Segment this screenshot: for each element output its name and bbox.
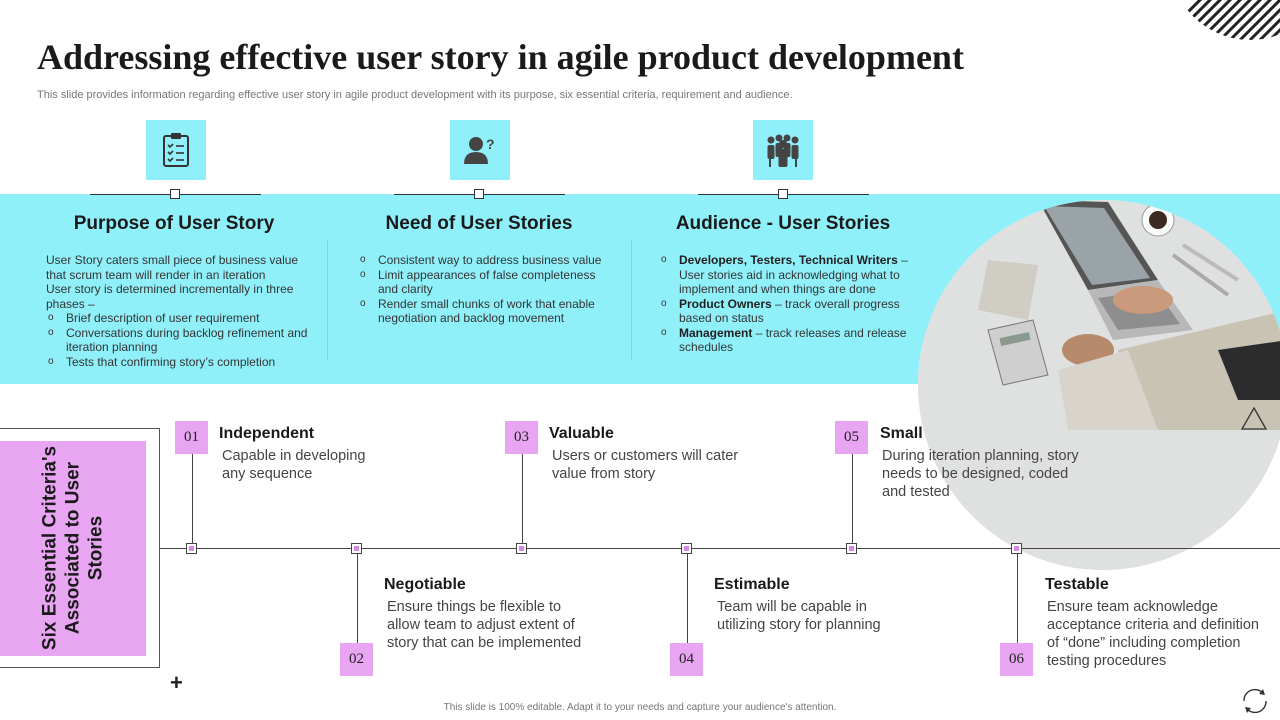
timeline-node bbox=[186, 543, 197, 554]
purpose-text: User Story caters small piece of busines… bbox=[46, 253, 308, 369]
criteria-number: 04 bbox=[670, 643, 703, 676]
timeline-connector bbox=[357, 554, 358, 644]
user-question-icon: ? bbox=[450, 120, 510, 180]
svg-text:?: ? bbox=[486, 136, 495, 152]
criteria-title: Independent bbox=[219, 425, 315, 442]
list-item: Conversations during backlog refinement … bbox=[46, 326, 308, 355]
criteria-title: Estimable bbox=[714, 576, 790, 593]
need-text: Consistent way to address business value… bbox=[358, 253, 610, 326]
audience-title: Audience - User Stories bbox=[675, 213, 891, 234]
criteria-number: 01 bbox=[175, 421, 208, 454]
slide-subtitle: This slide provides information regardin… bbox=[37, 89, 793, 101]
timeline-node bbox=[516, 543, 527, 554]
triangle-icon bbox=[1240, 406, 1268, 430]
timeline-connector bbox=[192, 453, 193, 543]
connector-node bbox=[778, 189, 788, 199]
list-item: Management – track releases and release … bbox=[659, 326, 911, 355]
criteria-desc: Capable in developing any sequence bbox=[222, 448, 366, 482]
timeline-connector bbox=[1017, 554, 1018, 644]
desk-photo bbox=[918, 200, 1280, 570]
need-list: Consistent way to address business value… bbox=[358, 253, 610, 326]
column-divider bbox=[327, 240, 328, 360]
timeline-node bbox=[1011, 543, 1022, 554]
criteria-title: Small bbox=[880, 425, 923, 442]
slide-title: Addressing effective user story in agile… bbox=[37, 37, 964, 77]
criteria-number: 03 bbox=[505, 421, 538, 454]
purpose-intro-2: User story is determined incrementally i… bbox=[46, 282, 294, 311]
purpose-list: Brief description of user requirement Co… bbox=[46, 311, 308, 369]
list-item: Tests that confirming story’s completion bbox=[46, 355, 308, 370]
column-divider bbox=[631, 240, 632, 360]
criteria-title: Negotiable bbox=[384, 576, 466, 593]
team-group-icon bbox=[753, 120, 813, 180]
decorative-stripes bbox=[1170, 0, 1280, 40]
criteria-number: 02 bbox=[340, 643, 373, 676]
list-item: Render small chunks of work that enable … bbox=[358, 297, 610, 326]
timeline-connector bbox=[522, 453, 523, 543]
side-label-frame bbox=[0, 428, 160, 668]
criteria-desc: Team will be capable in utilizing story … bbox=[717, 599, 881, 633]
need-title: Need of User Stories bbox=[385, 213, 573, 234]
list-item: Consistent way to address business value bbox=[358, 253, 610, 268]
audience-role: Management bbox=[679, 325, 753, 340]
list-item: Brief description of user requirement bbox=[46, 311, 308, 326]
audience-desc: – track overall progress based on status bbox=[679, 296, 900, 326]
timeline-connector bbox=[687, 554, 688, 644]
footer-note: This slide is 100% editable. Adapt it to… bbox=[443, 702, 837, 713]
criteria-number: 05 bbox=[835, 421, 868, 454]
plus-icon: + bbox=[170, 670, 183, 695]
audience-list: Developers, Testers, Technical Writers –… bbox=[659, 253, 911, 355]
side-label-box bbox=[0, 441, 146, 656]
audience-desc: – User stories aid in acknowledging what… bbox=[679, 253, 908, 296]
criteria-title: Testable bbox=[1045, 576, 1109, 593]
connector-node bbox=[474, 189, 484, 199]
timeline-node bbox=[351, 543, 362, 554]
criteria-number: 06 bbox=[1000, 643, 1033, 676]
criteria-desc: Ensure team acknowledge acceptance crite… bbox=[1047, 599, 1259, 669]
audience-desc: – track releases and release schedules bbox=[679, 325, 907, 355]
side-label: Six Essential Criteria's Associated to U… bbox=[39, 445, 107, 651]
list-item: Limit appearances of false completeness … bbox=[358, 268, 610, 297]
audience-role: Product Owners bbox=[679, 296, 772, 311]
audience-text: Developers, Testers, Technical Writers –… bbox=[659, 253, 911, 355]
criteria-desc: Users or customers will cater value from… bbox=[552, 448, 739, 482]
timeline-line bbox=[160, 548, 1280, 549]
criteria-desc: During iteration planning, story needs t… bbox=[882, 448, 1079, 500]
purpose-title: Purpose of User Story bbox=[73, 213, 275, 234]
audience-role: Developers, Testers, Technical Writers bbox=[679, 253, 898, 267]
list-item: Developers, Testers, Technical Writers –… bbox=[659, 253, 911, 297]
criteria-desc: Ensure things be flexible to allow team … bbox=[387, 599, 582, 651]
timeline-node bbox=[846, 543, 857, 554]
purpose-intro: User Story caters small piece of busines… bbox=[46, 253, 299, 282]
clipboard-checklist-icon bbox=[146, 120, 206, 180]
cycle-arrows-icon bbox=[1243, 688, 1267, 714]
timeline-connector bbox=[852, 453, 853, 543]
timeline-node bbox=[681, 543, 692, 554]
criteria-title: Valuable bbox=[549, 425, 614, 442]
list-item: Product Owners – track overall progress … bbox=[659, 297, 911, 326]
connector-node bbox=[170, 189, 180, 199]
